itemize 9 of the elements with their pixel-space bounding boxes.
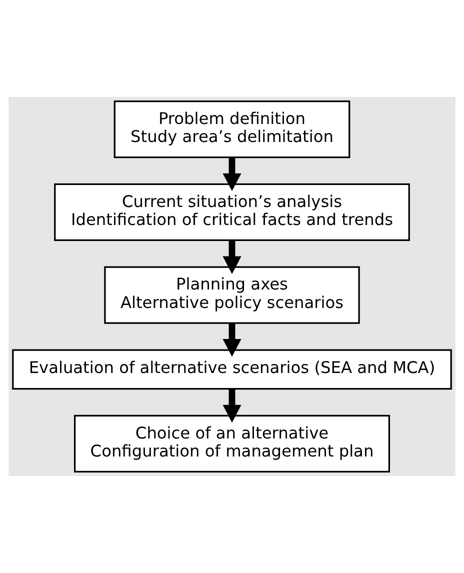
node-box: Choice of an alternative Configuration of management plan [74, 414, 390, 472]
arrow [222, 323, 242, 357]
node-box: Evaluation of alternative scenarios (SEA and MCA) [12, 349, 452, 390]
arrow [222, 240, 242, 274]
node-box: Problem definition Study area’s delimitation [114, 100, 350, 158]
arrow [222, 158, 242, 192]
node-box: Current situation’s analysis Identification of critical facts and trends [54, 183, 410, 241]
node-box: Planning axes Alternative policy scenarios [104, 266, 360, 324]
arrow [222, 389, 242, 423]
